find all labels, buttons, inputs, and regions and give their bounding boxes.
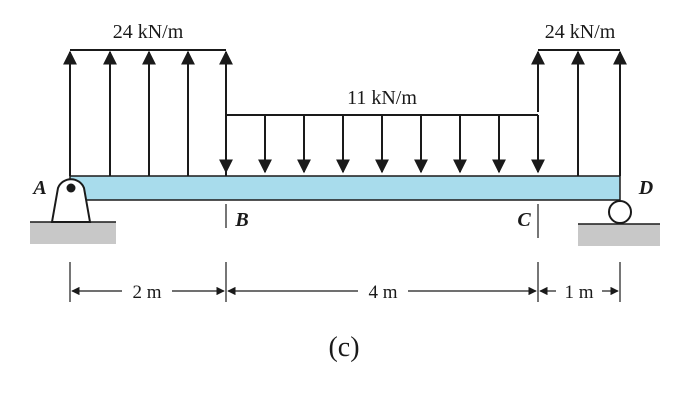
point-label-d: D: [638, 177, 653, 199]
ground-left: [30, 222, 116, 244]
beam: [69, 175, 621, 201]
point-label-b: B: [234, 209, 248, 231]
ground-right: [578, 224, 660, 246]
point-label-c: C: [517, 209, 531, 231]
pin-icon: [66, 183, 76, 193]
dimension-extensions: [69, 262, 621, 302]
distributed-load-right: [531, 49, 627, 176]
load-label-right: 24 kN/m: [545, 21, 616, 43]
point-label-a: A: [31, 177, 46, 199]
roller-support-d: [578, 200, 660, 246]
load-label-left: 24 kN/m: [113, 21, 184, 43]
pin-support-a: [30, 178, 116, 244]
dimension-label-cd: 1 m: [564, 282, 593, 303]
distributed-load-left: [63, 49, 233, 176]
dimension-label-bc: 4 m: [368, 282, 397, 303]
figure-caption: (c): [328, 332, 359, 363]
load-label-middle: 11 kN/m: [347, 87, 417, 109]
dimension-label-ab: 2 m: [132, 282, 161, 303]
roller-icon: [608, 200, 632, 224]
distributed-load-middle: [219, 114, 545, 174]
